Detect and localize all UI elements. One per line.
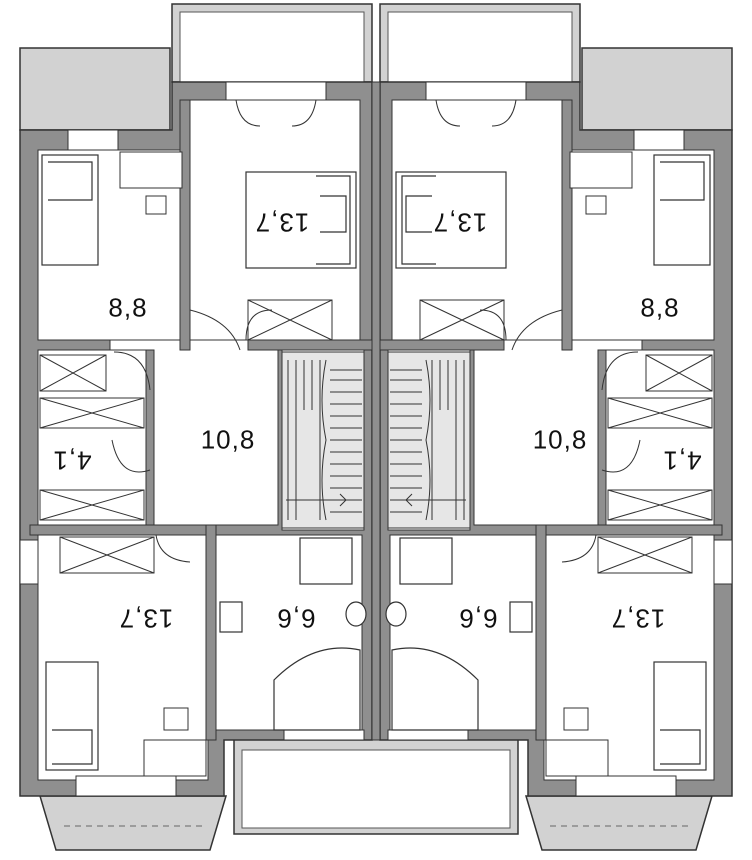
balcony-bottom-right <box>524 795 714 851</box>
area-left-bedroom-bottom: 13,7 <box>118 603 174 634</box>
area-right-bathroom: 6,6 <box>458 603 498 634</box>
area-right-parents-bedroom: 13,7 <box>432 207 488 238</box>
area-left-wardrobe: 4,1 <box>52 445 92 476</box>
terrace-right <box>581 47 733 131</box>
area-right-hall: 10,8 <box>532 424 588 455</box>
area-left-parents-bedroom: 13,7 <box>254 207 310 238</box>
area-left-bedroom-top: 8,8 <box>108 292 148 323</box>
doors <box>111 99 641 563</box>
desks <box>119 151 633 777</box>
terrace-left <box>19 47 171 131</box>
area-left-hall: 10,8 <box>200 424 256 455</box>
beds <box>41 154 711 771</box>
bathroom-fixtures <box>219 537 533 731</box>
windows <box>19 81 733 797</box>
area-left-bathroom: 6,6 <box>276 603 316 634</box>
interior-walls <box>29 99 723 741</box>
area-right-bedroom-bottom: 13,7 <box>610 603 666 634</box>
balcony-bottom-left <box>38 795 228 851</box>
area-right-bedroom-top: 8,8 <box>640 292 680 323</box>
area-right-wardrobe: 4,1 <box>662 445 702 476</box>
staircases <box>281 351 471 529</box>
